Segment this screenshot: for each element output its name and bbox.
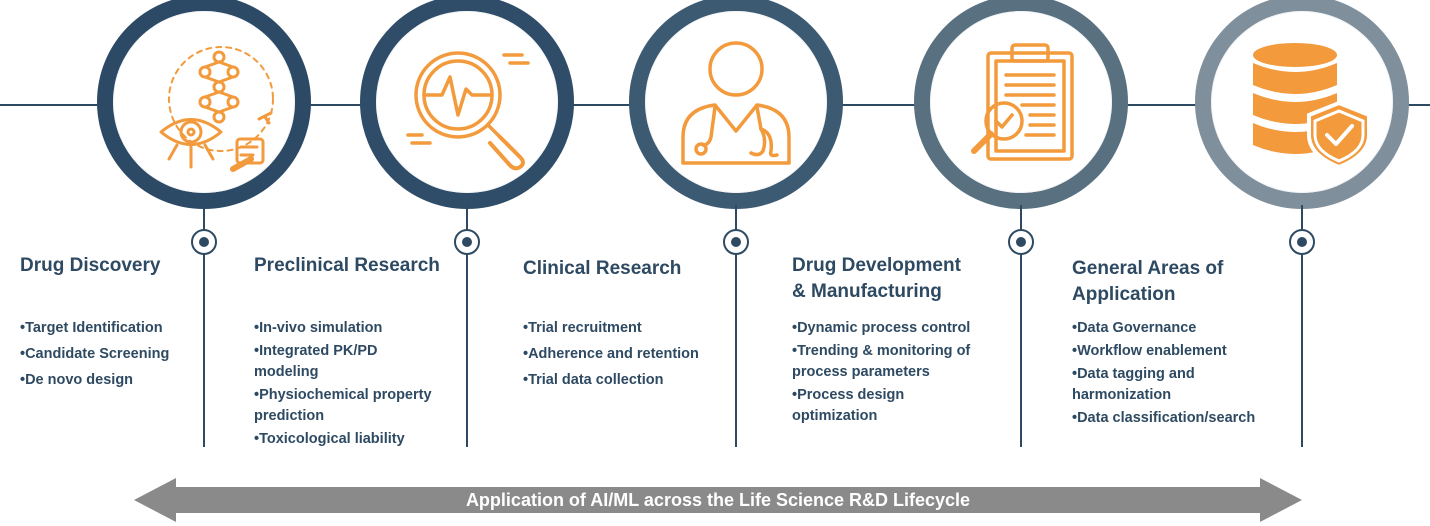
bullet-item: Process design optimization [792, 385, 970, 427]
stage-bullets: Dynamic process control Trending & monit… [792, 318, 970, 429]
bullet-item: Data Governance [1072, 318, 1255, 339]
stage-connector [466, 205, 468, 447]
lifecycle-arrow-label: Application of AI/ML across the Life Sci… [465, 490, 971, 510]
stage-bullets: Target Identification Candidate Screenin… [20, 318, 169, 396]
bullet-item: Trial recruitment [523, 318, 699, 339]
timeline-node [454, 229, 480, 255]
bullet-item: Adherence and retention [523, 344, 699, 365]
ai-drug-discovery-icon [159, 46, 274, 172]
lifecycle-arrow: Application of AI/ML across the Life Sci… [134, 478, 1302, 522]
stage-title: General Areas of Application [1072, 258, 1224, 305]
bullet-item: Data classification/search [1072, 408, 1255, 429]
stage-bullets: In-vivo simulation Integrated PK/PD mode… [254, 318, 432, 452]
stage-ring [360, 0, 574, 209]
stage-connector [1020, 205, 1022, 447]
stage-general-areas: General Areas of Application Data Govern… [1072, 0, 1430, 460]
stage-preclinical-research: Preclinical Research In-vivo simulation … [254, 0, 660, 460]
stage-bullets: Data Governance Workflow enablement Data… [1072, 318, 1255, 431]
bullet-item: De novo design [20, 370, 169, 391]
stage-ring [914, 0, 1128, 209]
bullet-item: Trending & monitoring of process paramet… [792, 341, 970, 383]
stage-title: Drug Development & Manufacturing [792, 255, 961, 302]
timeline-node [191, 229, 217, 255]
stage-title: Clinical Research [523, 258, 682, 279]
stage-bullets: Trial recruitment Adherence and retentio… [523, 318, 699, 396]
bullet-item: Candidate Screening [20, 344, 169, 365]
doctor-icon [681, 41, 791, 165]
stage-connector [735, 205, 737, 447]
bullet-item: Workflow enablement [1072, 341, 1255, 362]
bullet-item: Target Identification [20, 318, 169, 339]
bullet-item: In-vivo simulation [254, 318, 432, 339]
stage-drug-discovery: Drug Discovery Target Identification Can… [20, 0, 397, 460]
timeline-node [723, 229, 749, 255]
stage-title: Preclinical Research [254, 255, 440, 276]
bullet-item: Integrated PK/PD modeling [254, 341, 432, 383]
timeline-node [1008, 229, 1034, 255]
stage-ring [97, 0, 311, 209]
bullet-item: Data tagging and harmonization [1072, 364, 1255, 406]
stage-connector [1301, 205, 1303, 447]
stage-connector [203, 205, 205, 447]
stage-clinical-research: Clinical Research Trial recruitment Adhe… [523, 0, 929, 460]
bullet-item: Trial data collection [523, 370, 699, 391]
bullet-item: Toxicological liability [254, 429, 432, 450]
stage-ring [629, 0, 843, 209]
double-arrow-icon [134, 478, 1302, 522]
timeline-node [1289, 229, 1315, 255]
database-shield-icon [1253, 43, 1371, 170]
bullet-item: Dynamic process control [792, 318, 970, 339]
bullet-item: Physiochemical property prediction [254, 385, 432, 427]
stage-drug-development-manufacturing: Drug Development & Manufacturing Dynamic… [792, 0, 1214, 460]
clipboard-inspection-icon [971, 43, 1074, 161]
stage-title: Drug Discovery [20, 255, 161, 276]
stage-ring [1195, 0, 1409, 209]
magnifier-pulse-icon [406, 51, 530, 171]
